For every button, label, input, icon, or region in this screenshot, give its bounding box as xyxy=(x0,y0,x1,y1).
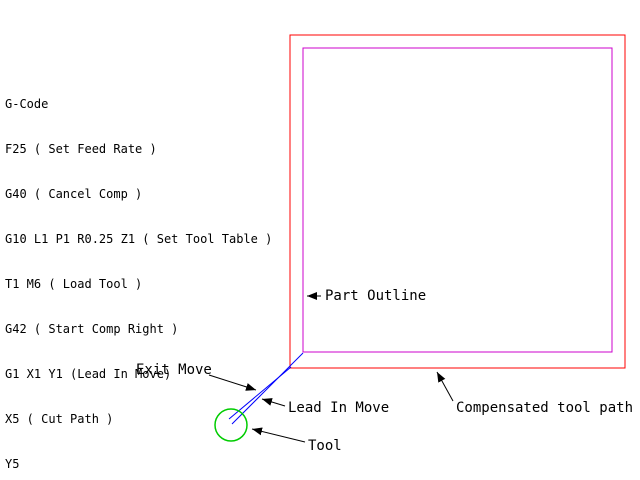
gcode-line: X5 ( Cut Path ) xyxy=(5,412,114,426)
gcode-line: T1 M6 ( Load Tool ) xyxy=(5,277,143,291)
lead-in-move-label: Lead In Move xyxy=(288,400,390,416)
tool-arrow xyxy=(251,427,306,443)
exit-move-arrow xyxy=(208,374,257,391)
gcode-line: G42 ( Start Comp Right ) xyxy=(5,322,179,336)
exit-move-line xyxy=(228,366,292,420)
lead-in-move-arrow xyxy=(261,398,286,407)
gcode-line: G40 ( Cancel Comp ) xyxy=(5,187,143,201)
part-outline-rect xyxy=(302,47,613,353)
compensated-tool-path-rect xyxy=(289,34,626,369)
compensated-tool-path-label: Compensated tool path xyxy=(456,400,634,416)
gcode-line: G1 X1 Y1 (Lead In Move) xyxy=(5,367,172,381)
gcode-line: G-Code xyxy=(5,97,49,111)
gcode-line: F25 ( Set Feed Rate ) xyxy=(5,142,157,156)
lead-in-move-line xyxy=(231,352,304,425)
gcode-line: G10 L1 P1 R0.25 Z1 ( Set Tool Table ) xyxy=(5,232,273,246)
gcode-listing: G-Code F25 ( Set Feed Rate ) G40 ( Cance… xyxy=(5,67,272,480)
tool-label: Tool xyxy=(308,438,342,454)
gcode-line: Y5 xyxy=(5,457,20,471)
exit-move-label: Exit Move xyxy=(136,362,212,378)
compensated-tool-path-arrow xyxy=(436,371,454,402)
part-outline-label: Part Outline xyxy=(325,288,427,304)
tool-circle xyxy=(214,408,248,442)
